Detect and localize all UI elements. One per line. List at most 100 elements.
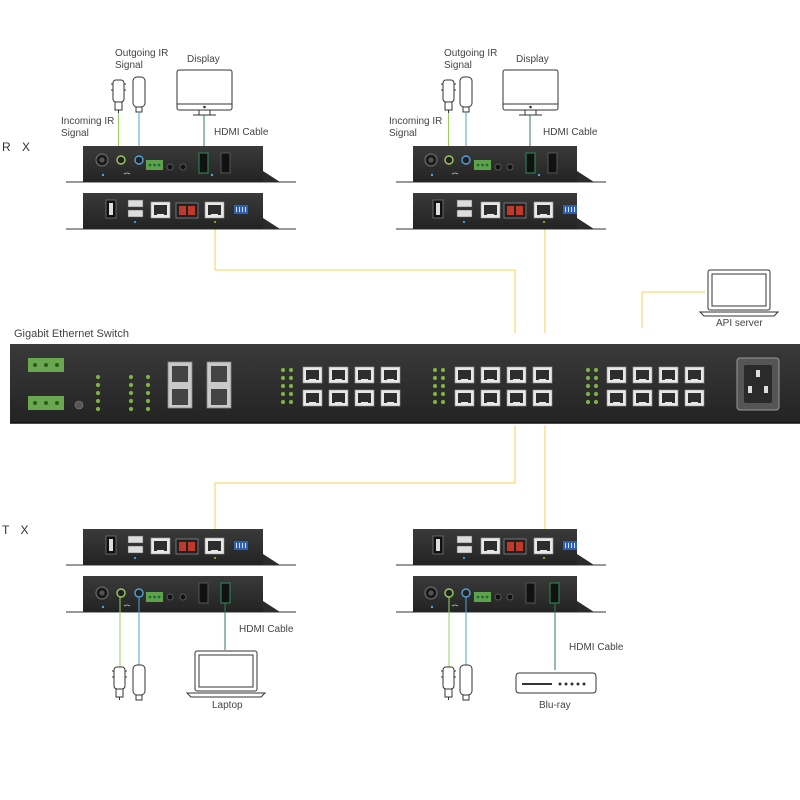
rx-left-group — [66, 69, 296, 230]
status-led — [593, 375, 599, 381]
switch-port — [328, 366, 349, 384]
status-led — [593, 383, 599, 389]
switch-port — [354, 389, 375, 407]
status-led — [440, 375, 446, 381]
rx-left-outgoing-ir-label: Outgoing IR Signal — [115, 48, 169, 71]
status-led — [288, 367, 294, 373]
switch-port — [532, 366, 553, 384]
rx-section-label: R X — [2, 140, 35, 154]
status-led — [145, 390, 151, 396]
rx-decoder-rear — [66, 193, 296, 230]
status-led — [95, 406, 101, 412]
rx-decoder-front — [66, 146, 296, 183]
tx-right-hdmi-label: HDMI Cable — [569, 642, 624, 653]
ir-receiver-icon — [111, 79, 126, 113]
status-led — [145, 374, 151, 380]
ethernet-cable-rx-left — [214, 225, 516, 333]
tx-right-group — [396, 529, 606, 701]
switch-port — [302, 366, 323, 384]
switch-port — [632, 389, 653, 407]
gigabit-ethernet-switch — [10, 344, 800, 424]
ethernet-cable-tx-left — [214, 425, 516, 540]
tx-section-label: T X — [2, 523, 33, 537]
status-led — [128, 374, 134, 380]
ir-receiver-icon — [112, 666, 127, 700]
switch-port — [606, 366, 627, 384]
status-led — [593, 391, 599, 397]
switch-port — [354, 366, 375, 384]
status-led — [585, 391, 591, 397]
api-server-label: API server — [716, 318, 763, 329]
status-led — [432, 399, 438, 405]
switch-port — [380, 389, 401, 407]
switch-port — [506, 389, 527, 407]
status-led — [280, 367, 286, 373]
status-led — [128, 406, 134, 412]
status-led — [128, 390, 134, 396]
status-led — [585, 375, 591, 381]
status-led — [95, 374, 101, 380]
switch-port — [302, 389, 323, 407]
display-icon — [502, 69, 559, 116]
rx-right-display-label: Display — [516, 54, 549, 65]
tx-left-hdmi-label: HDMI Cable — [239, 624, 294, 635]
status-led — [585, 367, 591, 373]
switch-port — [454, 389, 475, 407]
status-led — [145, 398, 151, 404]
status-led — [280, 399, 286, 405]
ir-emitter-icon — [132, 664, 146, 701]
switch-status-leds — [95, 367, 599, 412]
status-led — [280, 383, 286, 389]
status-led — [95, 382, 101, 388]
status-led — [95, 390, 101, 396]
tx-encoder-front — [66, 576, 296, 613]
rx-right-outgoing-ir-label: Outgoing IR Signal — [444, 48, 498, 71]
switch-label: Gigabit Ethernet Switch — [14, 328, 129, 340]
ir-receiver-icon — [441, 79, 456, 113]
ethernet-cable-api — [641, 291, 705, 328]
switch-port — [506, 366, 527, 384]
blu-ray-player-icon — [515, 672, 597, 694]
tx-encoder-front — [396, 576, 606, 613]
ir-emitter-icon — [459, 664, 473, 701]
switch-port — [606, 389, 627, 407]
tx-left-group — [66, 529, 296, 701]
status-led — [432, 383, 438, 389]
blu-ray-label: Blu-ray — [539, 700, 571, 711]
rx-decoder-rear — [396, 193, 606, 230]
status-led — [128, 398, 134, 404]
status-led — [432, 391, 438, 397]
ir-emitter-icon — [459, 76, 473, 113]
status-led — [593, 367, 599, 373]
tx-encoder-rear — [396, 529, 606, 566]
switch-port — [532, 389, 553, 407]
status-led — [288, 399, 294, 405]
ir-emitter-icon — [132, 76, 146, 113]
api-server-laptop-icon — [698, 269, 780, 317]
ir-receiver-icon — [441, 666, 456, 700]
laptop-label: Laptop — [212, 700, 243, 711]
status-led — [432, 375, 438, 381]
switch-port — [380, 366, 401, 384]
rx-decoder-front — [396, 146, 606, 183]
display-icon — [176, 69, 233, 116]
tx-encoder-rear — [66, 529, 296, 566]
switch-port — [454, 366, 475, 384]
switch-port — [480, 366, 501, 384]
ethernet-cables — [214, 225, 705, 540]
rx-right-hdmi-label: HDMI Cable — [543, 127, 598, 138]
sfp-port — [167, 361, 232, 409]
status-led — [288, 375, 294, 381]
status-led — [585, 383, 591, 389]
status-led — [288, 391, 294, 397]
status-led — [95, 398, 101, 404]
status-led — [145, 382, 151, 388]
switch-port — [684, 389, 705, 407]
rx-left-incoming-ir-label: Incoming IR Signal — [61, 116, 115, 139]
laptop-icon — [185, 650, 267, 698]
rx-right-group — [396, 69, 606, 230]
status-led — [585, 399, 591, 405]
status-led — [145, 406, 151, 412]
rx-left-display-label: Display — [187, 54, 220, 65]
status-led — [593, 399, 599, 405]
